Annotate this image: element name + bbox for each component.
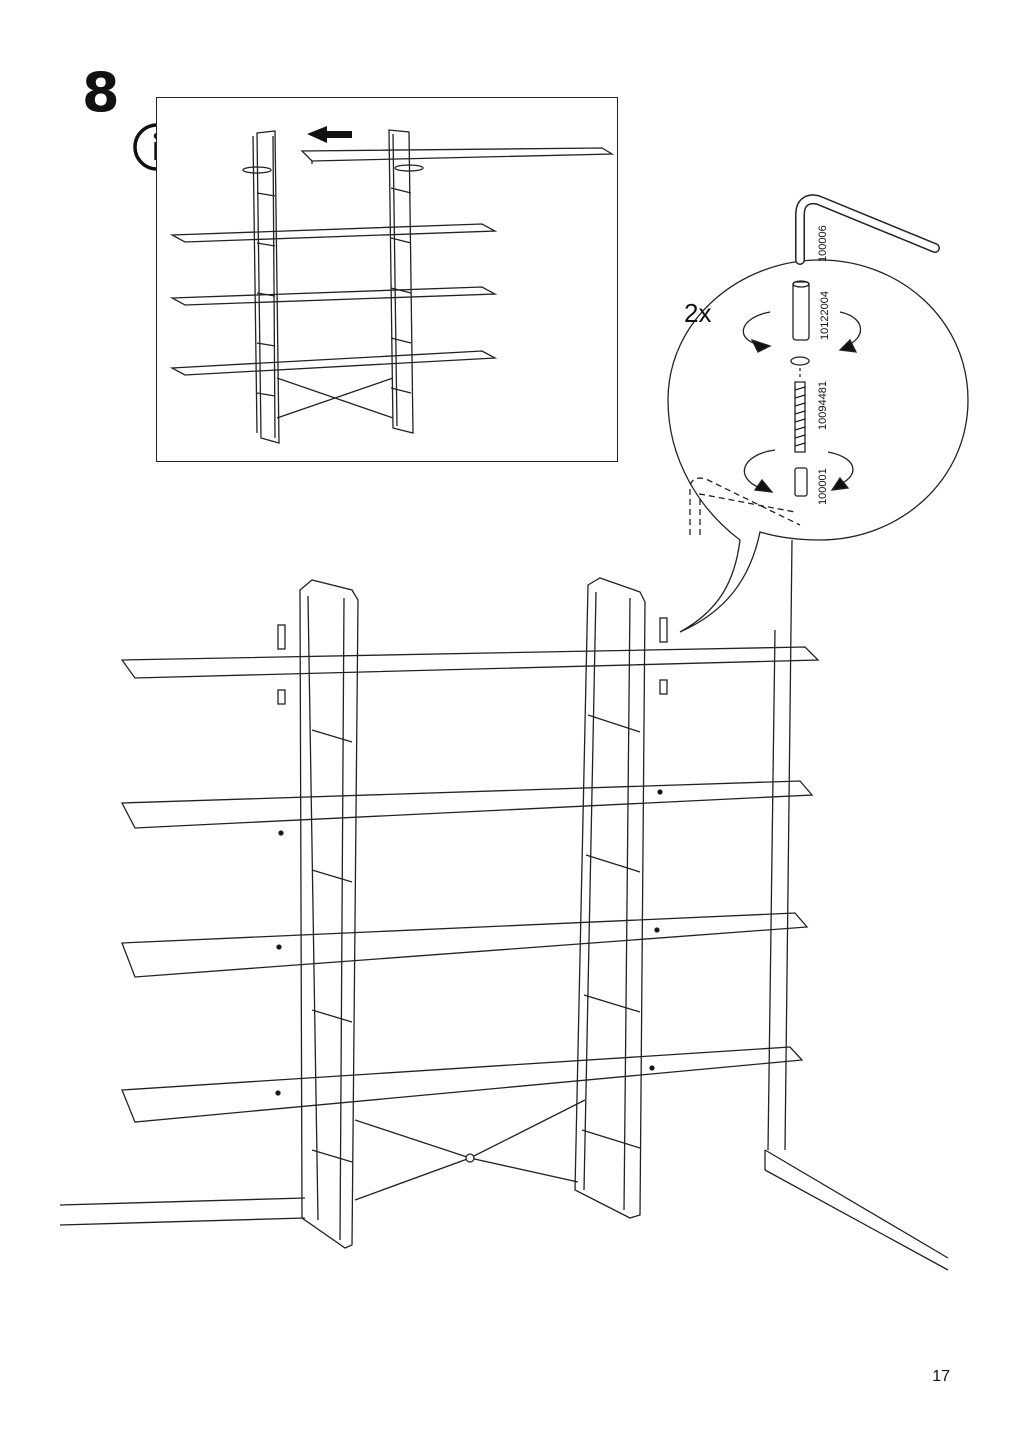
inset-shelf-illustration [169,126,615,444]
part-number: 100001 [817,468,829,505]
page-number: 17 [932,1368,950,1385]
quantity-label: 2x [684,298,711,328]
part-number: 10122004 [819,291,831,340]
part-number: 10094481 [817,381,829,430]
step-number: 8 [82,61,120,124]
info-inset-panel [156,97,618,462]
part-number: 100006 [817,225,829,262]
main-assembly-illustration: 2x 100006 10122004 10094481 100001 [59,194,969,1271]
